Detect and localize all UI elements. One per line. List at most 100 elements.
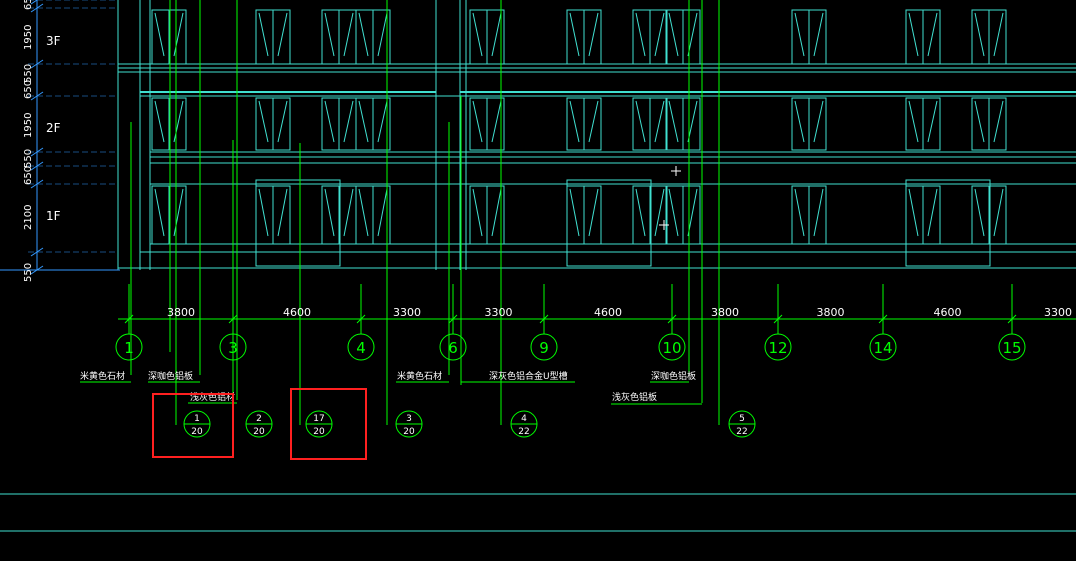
material-label: 浅灰色铝板 — [612, 391, 657, 403]
axis-dimension-value: 3800 — [167, 306, 195, 319]
axis-number: 10 — [662, 339, 681, 357]
drawing-number: 22 — [518, 427, 529, 437]
dimension-tick — [539, 314, 549, 324]
axis-dimension-value: 3800 — [711, 306, 739, 319]
axis-number: 1 — [124, 339, 134, 357]
detail-reference: 220 — [245, 410, 273, 438]
axis-number: 4 — [356, 339, 366, 357]
window — [971, 9, 1007, 65]
detail-reference: 422 — [510, 410, 538, 438]
dimension-value: 550 — [23, 263, 34, 282]
axis-number: 6 — [448, 339, 458, 357]
axis-dimension-value: 3300 — [393, 306, 421, 319]
dimension-tick — [228, 314, 238, 324]
dimension-value: 1950 — [23, 25, 34, 50]
window — [321, 97, 357, 151]
drawing-number: 20 — [253, 427, 265, 437]
window — [321, 185, 357, 245]
axis-number: 12 — [768, 339, 787, 357]
axis-number: 15 — [1002, 339, 1021, 357]
bottom-boundary-lines — [0, 493, 1076, 532]
window — [665, 185, 701, 245]
material-labels: 米黄色石材 深咖色铝板 浅灰色铝材 米黄色石材 深灰色铝合金U型槽 深咖色铝板 … — [80, 370, 696, 403]
dimension-value: 650 — [23, 166, 34, 185]
window — [255, 9, 291, 65]
axis-dimension-value: 3800 — [817, 306, 845, 319]
door-frame — [905, 179, 991, 267]
detail-reference: 320 — [395, 410, 423, 438]
window — [255, 185, 291, 245]
window — [971, 97, 1007, 151]
floor-label: 2F — [46, 121, 61, 135]
drawing-number: 20 — [403, 427, 415, 437]
window — [971, 185, 1007, 245]
detail-reference: 120 — [183, 410, 211, 438]
axis-dimension-string: 3800 4600 3300 3300 4600 3800 3800 4600 3300 — [118, 284, 1076, 334]
window — [791, 97, 827, 151]
dimension-tick — [1007, 314, 1017, 324]
window — [566, 97, 602, 151]
dimension-tick — [773, 314, 783, 324]
window — [469, 97, 505, 151]
material-label: 深咖色铝板 — [651, 370, 696, 382]
dimension-value: 65 — [23, 0, 34, 10]
dimension-value: 550 — [23, 64, 34, 83]
dimension-tick — [124, 314, 134, 324]
axis-bubble: 3 — [219, 333, 247, 361]
cursor-crosshair — [659, 166, 681, 230]
window — [355, 185, 391, 245]
axis-number: 14 — [873, 339, 892, 357]
axis-dimension-value: 3300 — [1044, 306, 1072, 319]
material-label: 米黄色石材 — [397, 370, 442, 382]
window — [791, 9, 827, 65]
detail-number: 2 — [256, 414, 262, 424]
dimension-tick — [878, 314, 888, 324]
window — [469, 9, 505, 65]
detail-number: 1 — [194, 414, 200, 424]
window — [905, 97, 941, 151]
axis-dimension-value: 4600 — [934, 306, 962, 319]
material-label: 深灰色铝合金U型槽 — [489, 370, 568, 382]
axis-dimension-value: 4600 — [594, 306, 622, 319]
material-label: 深咖色铝板 — [148, 370, 193, 382]
axis-dimension-value: 4600 — [283, 306, 311, 319]
door-frame — [566, 179, 652, 267]
window — [632, 185, 668, 245]
axis-bubble: 14 — [869, 333, 897, 361]
floor-label: 3F — [46, 34, 61, 48]
selection-marks — [152, 388, 367, 460]
window — [665, 9, 701, 65]
selection-box — [152, 393, 234, 458]
building-facade — [117, 0, 1076, 270]
dimension-tick — [448, 314, 458, 324]
window — [355, 9, 391, 65]
axis-dimension-value: 3300 — [485, 306, 513, 319]
dimension-value: 1950 — [23, 113, 34, 138]
window — [355, 97, 391, 151]
detail-number: 17 — [313, 414, 324, 424]
axis-bubble: 9 — [530, 333, 558, 361]
window — [791, 185, 827, 245]
detail-reference: 522 — [728, 410, 756, 438]
material-label: 米黄色石材 — [80, 370, 125, 382]
dimension-value: 550 — [23, 149, 34, 168]
axis-bubble: 1 — [115, 333, 143, 361]
window — [566, 9, 602, 65]
detail-number: 4 — [521, 414, 527, 424]
window — [151, 185, 187, 245]
window — [665, 97, 701, 151]
drawing-number: 20 — [191, 427, 203, 437]
window — [255, 97, 291, 151]
axis-bubble: 15 — [998, 333, 1026, 361]
axis-bubbles: 1 3 4 6 9 10 12 14 15 — [115, 333, 1026, 361]
drawing-number: 22 — [736, 427, 747, 437]
dimension-tick — [667, 314, 677, 324]
dimension-value: 2100 — [23, 205, 34, 230]
window — [151, 9, 187, 65]
drawing-number: 20 — [313, 427, 325, 437]
